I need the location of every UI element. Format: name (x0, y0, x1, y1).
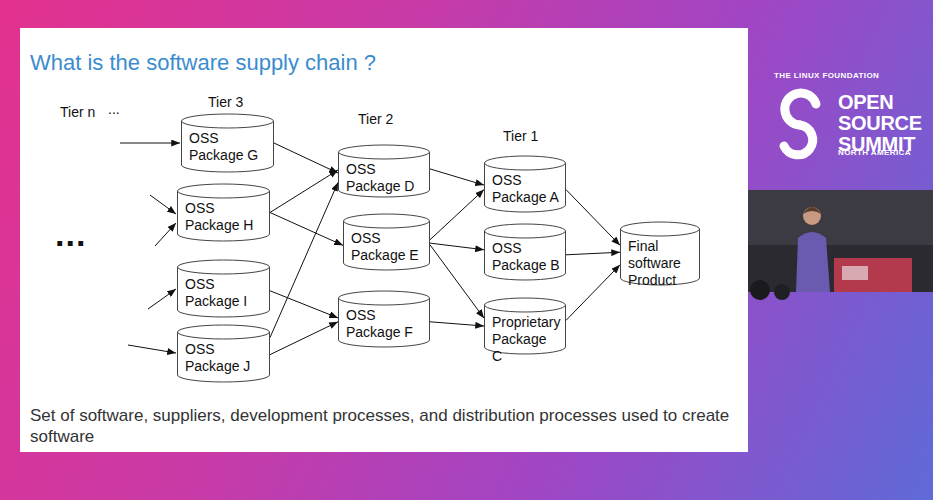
package-cylinder: OSS Package B (484, 224, 566, 280)
dependency-arrow (270, 291, 338, 318)
audience-head (774, 284, 790, 300)
podium (834, 258, 912, 292)
incoming-arrow (148, 289, 176, 309)
video-wall (748, 190, 933, 245)
dependency-arrow (566, 252, 620, 255)
incoming-arrow (150, 195, 176, 214)
summit-logo (784, 93, 816, 155)
speaker-body (796, 232, 830, 292)
dependency-arrow (270, 182, 338, 337)
incoming-arrow (128, 345, 176, 353)
slide-background (20, 28, 748, 452)
package-cylinder: OSS Package I (177, 260, 270, 317)
dependency-arrow (566, 190, 620, 246)
cylinder-top (178, 260, 270, 274)
package-name: OSS Package G (189, 130, 268, 164)
cylinder-top (178, 325, 270, 339)
dependency-arrow (430, 243, 484, 250)
dependency-arrow (430, 322, 484, 326)
tier-label: Tier 1 (503, 128, 563, 145)
incoming-arrow (155, 223, 176, 246)
package-cylinder: Proprietary Package C (484, 298, 566, 354)
package-cylinder: OSS Package A (484, 156, 566, 212)
dependency-arrow (270, 170, 338, 213)
package-name: OSS Package H (185, 200, 264, 234)
podium-sign (842, 266, 868, 280)
video-frame (748, 190, 933, 292)
package-name: OSS Package F (346, 307, 424, 341)
dependency-arrow (430, 169, 484, 185)
speaker-head (803, 207, 821, 225)
cylinder-top (485, 224, 566, 238)
tier-label: Tier 2 (358, 111, 418, 128)
package-name: Final software Product (628, 238, 694, 289)
event-name: OPEN SOURCE SUMMIT (838, 92, 933, 155)
package-name: OSS Package B (492, 240, 560, 274)
package-cylinder: Final software Product (620, 222, 700, 285)
incoming-arrows (120, 143, 180, 353)
logo-arc (784, 125, 813, 155)
ellipsis: ... (55, 216, 115, 252)
speaker-video (748, 190, 933, 300)
cylinder-top (485, 156, 566, 170)
dependency-arrow (274, 143, 338, 173)
cylinder-top (344, 214, 430, 228)
package-name: OSS Package I (185, 276, 264, 310)
dependency-arrow (430, 190, 484, 240)
package-name: OSS Package J (185, 341, 264, 375)
tier-label: Tier 3 (208, 94, 268, 111)
package-cylinder: OSS Package F (338, 291, 430, 347)
dependency-arrow (270, 213, 343, 246)
cylinder-top (339, 291, 430, 305)
dependency-arrow (430, 245, 484, 318)
audience-head (750, 280, 770, 300)
dependency-arrow (270, 322, 338, 355)
package-cylinder: OSS Package G (181, 114, 274, 172)
cylinder-top (485, 298, 566, 312)
logo-arc (785, 93, 816, 125)
slide-caption: Set of software, suppliers, development … (30, 405, 742, 447)
speaker-hair (803, 207, 821, 214)
cylinder-top (339, 145, 430, 159)
ellipsis: ... (108, 101, 138, 118)
package-cylinder: OSS Package E (343, 214, 430, 270)
organizer-name: THE LINUX FOUNDATION (774, 71, 924, 81)
package-cylinder: OSS Package H (177, 184, 270, 241)
event-region: NORTH AMERICA (838, 148, 933, 158)
package-name: OSS Package A (492, 172, 560, 206)
incoming-arrow (120, 143, 180, 144)
package-cylinder: OSS Package D (338, 145, 430, 197)
dependency-arrow (566, 265, 620, 321)
package-name: OSS Package E (351, 230, 424, 264)
cylinder-body (182, 121, 274, 172)
cylinder-top (178, 184, 270, 198)
package-cylinder: OSS Package J (177, 325, 270, 382)
cylinder-top (182, 114, 274, 128)
package-name: Proprietary Package C (492, 314, 560, 365)
slide-title: What is the software supply chain ? (30, 50, 630, 76)
cylinder-top (621, 222, 700, 236)
package-name: OSS Package D (346, 161, 424, 195)
